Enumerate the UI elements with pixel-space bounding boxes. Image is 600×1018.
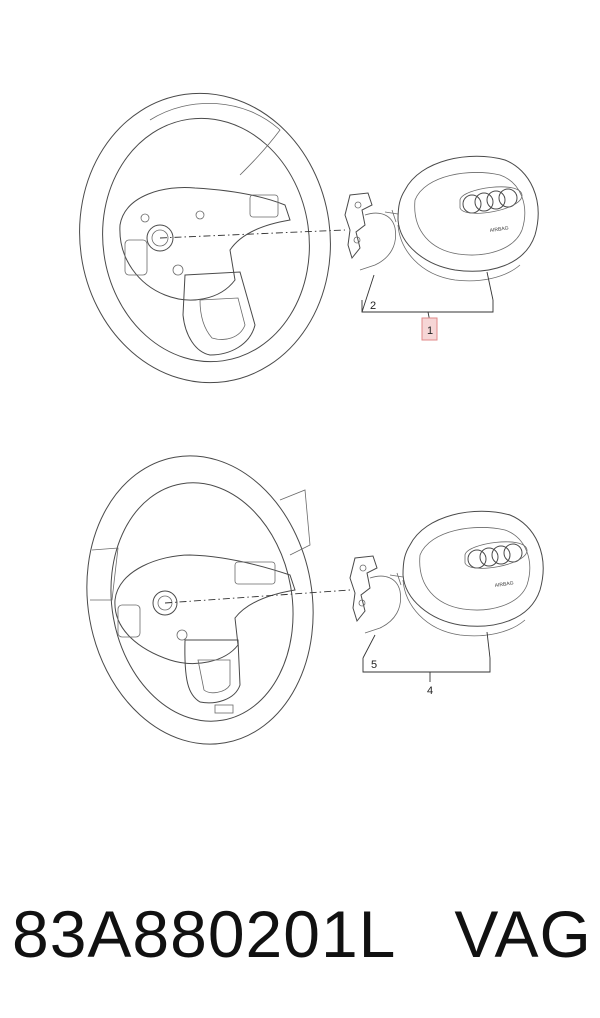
airbag-label-bottom: AIRBAG (494, 580, 514, 589)
part-number: 83A880201L (12, 897, 397, 971)
callout-leaders-top (361, 271, 494, 323)
callout-4[interactable]: 4 (427, 685, 433, 697)
airbag-module-bottom: AIRBAG (402, 510, 544, 637)
airbag-module-top: AIRBAG (397, 155, 539, 282)
brand-label: VAG (454, 897, 592, 971)
steering-wheel-bottom (86, 455, 314, 745)
parts-diagram: AIRBAG 2 1 (79, 92, 544, 745)
axis-line-top (159, 229, 346, 239)
callout-1-highlight (421, 317, 438, 341)
axis-line-bottom (164, 589, 351, 604)
clockspring-bottom (349, 555, 404, 634)
callout-1[interactable]: 1 (427, 325, 433, 337)
callout-2[interactable]: 2 (370, 300, 376, 312)
part-caption: 83A880201L VAG (12, 896, 592, 972)
steering-wheel-top (79, 92, 331, 384)
airbag-label-top: AIRBAG (489, 225, 509, 234)
clockspring-top (344, 192, 399, 271)
callout-5[interactable]: 5 (371, 659, 377, 671)
callout-leaders-bottom (362, 631, 491, 682)
